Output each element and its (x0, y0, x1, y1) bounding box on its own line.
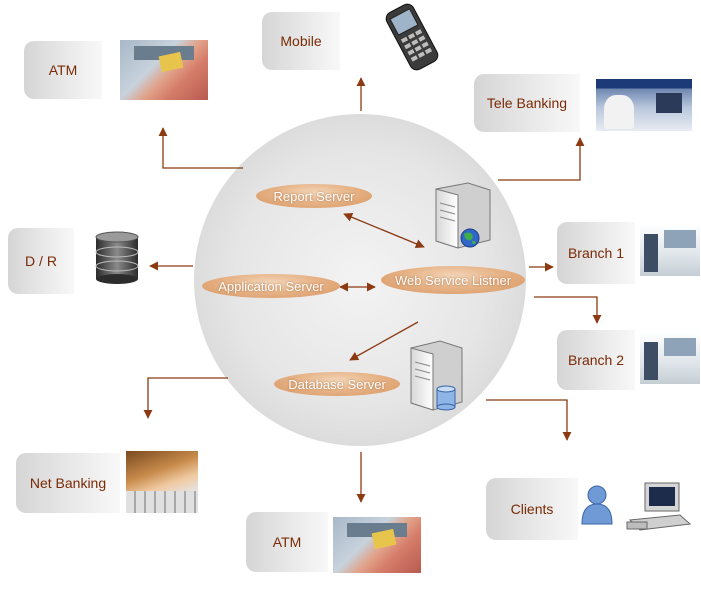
channel-dr: D / R (8, 228, 74, 294)
application-server-node: Application Server (202, 274, 340, 298)
channel-clients-label: Clients (510, 501, 554, 517)
channel-branch1-label: Branch 1 (567, 245, 625, 261)
tele-banking-person (604, 95, 634, 129)
arrow-to-tele-banking (498, 137, 585, 181)
arrow-to-clients (486, 399, 572, 441)
web-service-listner-label: Web Service Listner (394, 272, 512, 288)
channel-tele-banking-label: Tele Banking (486, 95, 568, 111)
arrow-report-web (343, 212, 425, 249)
server-icon (435, 182, 491, 249)
channel-clients: Clients (486, 478, 578, 540)
report-server-node: Report Server (256, 184, 372, 208)
channel-branch1: Branch 1 (557, 222, 635, 284)
database-server-label: Database Server (288, 376, 386, 392)
arrow-to-branch2 (534, 296, 602, 324)
atm-photo-bottom (333, 517, 421, 573)
branch1-kiosk-photo (640, 224, 700, 276)
channel-tele-banking: Tele Banking (474, 74, 580, 132)
branch2-kiosk-photo (640, 332, 700, 384)
computer-icon (626, 482, 692, 531)
channel-mobile: Mobile (262, 12, 340, 70)
user-icon (581, 485, 613, 525)
net-banking-keyboard (126, 491, 198, 513)
mobile-phone-icon (385, 3, 439, 71)
atm-card-top (158, 51, 184, 73)
web-service-listner-node: Web Service Listner (381, 266, 525, 294)
channel-atm-top-label: ATM (48, 62, 78, 78)
report-server-label: Report Server (273, 188, 355, 204)
channel-atm-bottom-label: ATM (272, 534, 302, 550)
database-icon (95, 231, 139, 284)
database-server-icon (410, 340, 463, 411)
channel-dr-label: D / R (25, 253, 57, 269)
application-server-label: Application Server (218, 278, 324, 294)
channel-atm-top: ATM (24, 41, 102, 99)
connector-lines (143, 77, 602, 503)
branch1-kiosk (644, 234, 658, 272)
atm-card-bottom (371, 528, 397, 550)
arrow-web-database (349, 321, 419, 361)
database-server-node: Database Server (274, 372, 400, 396)
channel-mobile-label: Mobile (280, 33, 322, 49)
branch2-counter (664, 338, 696, 356)
tele-banking-photo (596, 79, 692, 131)
net-banking-photo (126, 451, 198, 513)
channel-branch2: Branch 2 (557, 330, 635, 390)
branch1-counter (664, 230, 696, 248)
channel-net-banking: Net Banking (16, 453, 120, 513)
arrow-to-net-banking (143, 377, 228, 419)
channel-net-banking-label: Net Banking (29, 475, 107, 491)
arrow-to-atm-top (158, 127, 243, 169)
channel-atm-bottom: ATM (246, 512, 328, 572)
channel-branch2-label: Branch 2 (567, 352, 625, 368)
branch2-kiosk (644, 342, 658, 380)
tele-banking-monitor (656, 93, 682, 113)
atm-photo-top (120, 40, 208, 100)
